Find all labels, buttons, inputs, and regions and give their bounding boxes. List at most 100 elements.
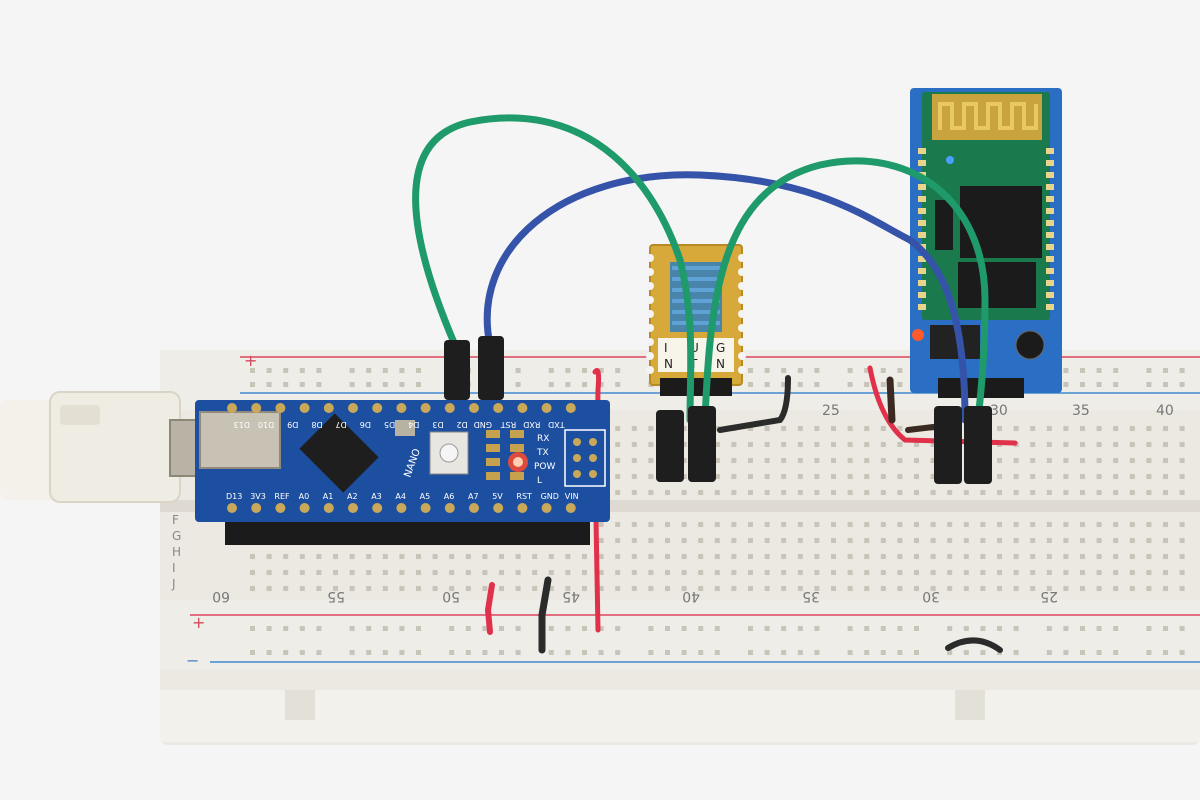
breadboard-hole — [1080, 474, 1085, 479]
breadboard-hole — [1063, 570, 1069, 575]
breadboard-hole — [997, 474, 1002, 479]
castellation — [918, 208, 926, 214]
breadboard-hole — [1129, 570, 1135, 575]
breadboard-hole — [349, 650, 355, 655]
usb-plug-detail — [60, 405, 100, 425]
breadboard-hole — [416, 554, 421, 559]
breadboard-hole — [1080, 538, 1085, 543]
breadboard-hole — [947, 586, 953, 591]
breadboard-hole — [814, 490, 820, 495]
breadboard-hole — [1129, 586, 1135, 591]
breadboard-hole — [748, 474, 753, 479]
breadboard-hole — [1030, 554, 1036, 559]
breadboard-hole — [914, 458, 919, 463]
breadboard-hole — [1046, 474, 1052, 479]
breadboard-hole — [266, 368, 272, 373]
breadboard-hole — [714, 490, 720, 495]
breadboard-hole — [847, 490, 853, 495]
breadboard-hole — [781, 474, 787, 479]
breadboard-hole — [864, 554, 870, 559]
breadboard-hole — [565, 626, 571, 631]
breadboard-hole — [698, 554, 704, 559]
breadboard-hole — [648, 426, 654, 431]
breadboard-hole — [416, 586, 421, 591]
breadboard-hole — [847, 586, 853, 591]
breadboard-hole — [1146, 586, 1152, 591]
breadboard-hole — [797, 538, 803, 543]
breadboard-hole — [665, 522, 670, 527]
pin-label: A3 — [371, 492, 382, 501]
breadboard-hole — [1080, 586, 1085, 591]
level-shifter-module: I N U T G N — [646, 244, 746, 396]
breadboard-hole — [764, 586, 770, 591]
breadboard-hole — [731, 442, 737, 447]
icsp-pad — [589, 454, 597, 462]
breadboard-hole — [764, 426, 770, 431]
blue-wire — [483, 171, 969, 424]
breadboard-hole — [880, 522, 886, 527]
breadboard-hole — [698, 626, 704, 631]
breadboard-hole — [1013, 474, 1019, 479]
pin-pad — [420, 403, 431, 413]
breadboard-hole — [1080, 426, 1085, 431]
breadboard-hole — [831, 426, 836, 431]
breadboard-hole — [532, 586, 538, 591]
breadboard-hole — [631, 426, 637, 431]
breadboard-hole — [914, 650, 919, 655]
castellation — [1046, 292, 1054, 298]
breadboard-hole — [665, 650, 670, 655]
black-jumper-wire — [945, 637, 1003, 653]
breadboard-hole — [283, 650, 289, 655]
breadboard-hole — [1030, 570, 1036, 575]
column-number: 25 — [1040, 588, 1058, 604]
pin-pad — [565, 403, 576, 413]
breadboard-hole — [781, 522, 787, 527]
breadboard-hole — [449, 586, 455, 591]
level-shifter-label: N — [716, 357, 725, 371]
coil-stripe — [672, 321, 720, 325]
breadboard-hole — [615, 626, 621, 631]
column-number: 30 — [990, 403, 1008, 419]
breadboard-hole — [1096, 626, 1102, 631]
edge-hole — [738, 324, 746, 332]
icsp-header-outline — [564, 429, 606, 487]
bluetooth-button — [1015, 330, 1045, 360]
breadboard-hole — [1096, 442, 1102, 447]
breadboard-hole — [947, 522, 953, 527]
breadboard-hole — [1113, 382, 1119, 387]
column-number: 45 — [562, 588, 580, 604]
breadboard-hole — [1063, 650, 1069, 655]
pin-label: RST — [501, 420, 517, 429]
pin-label: A7 — [468, 492, 479, 501]
breadboard-hole — [1030, 522, 1036, 527]
breadboard-hole — [714, 650, 720, 655]
breadboard-hole — [831, 474, 836, 479]
breadboard-hole — [266, 554, 272, 559]
edge-hole — [646, 352, 654, 360]
pin-label: 5V — [492, 492, 503, 501]
breadboard-hole — [1030, 538, 1036, 543]
breadboard-hole — [864, 474, 870, 479]
pin-pad — [396, 503, 407, 513]
breadboard-hole — [714, 458, 720, 463]
breadboard-hole — [980, 626, 986, 631]
breadboard-hole — [1096, 586, 1102, 591]
breadboard-hole — [449, 626, 455, 631]
breadboard-hole — [266, 586, 272, 591]
breadboard-hole — [1113, 368, 1119, 373]
breadboard-hole — [797, 650, 803, 655]
breadboard-hole — [963, 586, 969, 591]
breadboard-hole — [997, 570, 1002, 575]
breadboard-hole — [366, 650, 372, 655]
breadboard-hole — [814, 570, 820, 575]
breadboard-hole — [864, 570, 870, 575]
breadboard-hole — [1046, 586, 1052, 591]
breadboard-hole — [731, 538, 737, 543]
breadboard-hole — [1163, 522, 1168, 527]
castellation — [918, 256, 926, 262]
base-notch — [285, 690, 315, 720]
breadboard-hole — [880, 490, 886, 495]
breadboard-hole — [698, 586, 704, 591]
pin-label: D2 — [457, 420, 468, 429]
breadboard-hole — [631, 490, 637, 495]
